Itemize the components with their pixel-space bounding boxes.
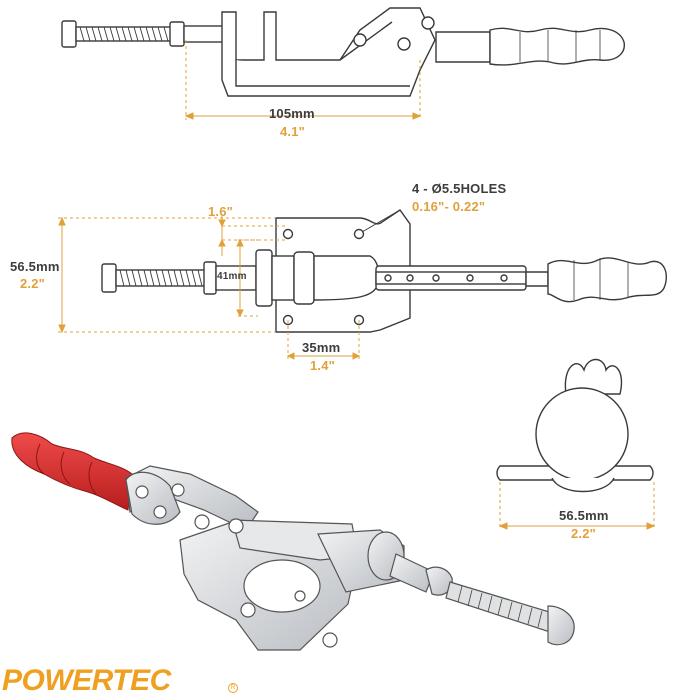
length-in-label: 4.1" <box>280 124 306 139</box>
base-in-label: 1.4" <box>310 358 336 373</box>
plan-view-drawing <box>101 209 668 333</box>
length-dimension <box>184 40 422 120</box>
height-mm-label: 56.5mm <box>10 259 60 274</box>
holes-label: 4 - Ø5.5HOLES <box>412 181 507 196</box>
plunger-mm-label: 41mm <box>217 271 247 282</box>
red-grip <box>11 432 133 511</box>
base-mm-label: 35mm <box>302 340 341 355</box>
plan-dimensions <box>58 209 401 360</box>
offset-in-label: 1.6" <box>208 204 234 219</box>
length-mm-label: 105mm <box>269 106 315 121</box>
registered-mark-icon: R <box>228 683 238 693</box>
end-width-in-label: 2.2" <box>571 526 597 541</box>
side-view-drawing <box>61 7 625 97</box>
end-width-mm-label: 56.5mm <box>559 508 609 523</box>
clamp-render <box>11 432 575 651</box>
end-dimension <box>498 482 656 530</box>
holes-range-label: 0.16"- 0.22" <box>412 199 486 214</box>
end-view-drawing <box>496 358 654 493</box>
height-in-label: 2.2" <box>20 276 46 291</box>
powertec-logo: POWERTEC <box>2 664 171 697</box>
